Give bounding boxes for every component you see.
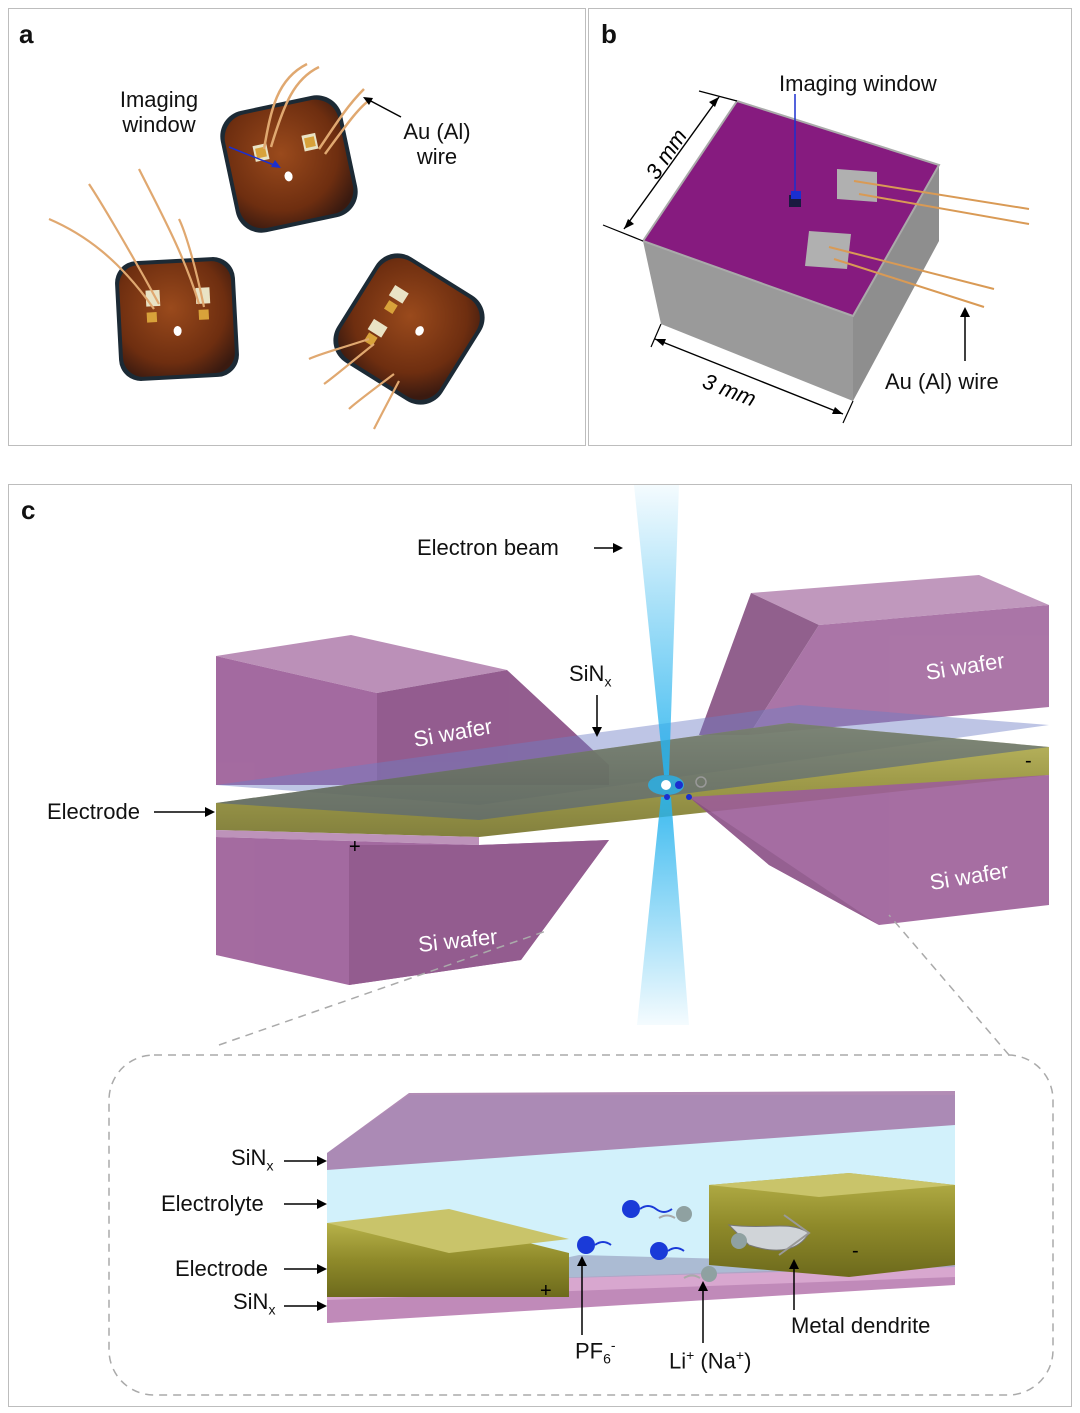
pf6-label: PF6- bbox=[575, 1337, 616, 1367]
bond-pad-1 bbox=[837, 169, 877, 202]
panel-c: c bbox=[8, 484, 1072, 1407]
chip-right bbox=[333, 253, 485, 405]
panel-b-label: b bbox=[601, 19, 617, 49]
inset-sinx-label-bottom: SiNx bbox=[233, 1289, 276, 1318]
inset-sinx-top bbox=[327, 1091, 955, 1170]
inset-electrode-label: Electrode bbox=[175, 1256, 268, 1281]
chip-side-right bbox=[853, 165, 939, 401]
si-wafer-bottom-right bbox=[689, 775, 1049, 925]
li-ion-3 bbox=[683, 1266, 717, 1282]
imaging-window-label-b: Imaging window bbox=[779, 71, 937, 96]
electrode-minus: - bbox=[1025, 750, 1032, 772]
chip-side-left bbox=[643, 241, 853, 401]
li-na-label: Li+ (Na+) bbox=[669, 1347, 752, 1374]
electrode-label: Electrode bbox=[47, 799, 140, 824]
electron-beam-label: Electron beam bbox=[417, 535, 559, 560]
panel-a-photo bbox=[48, 62, 485, 430]
liquid-cell-schematic: Si wafer Si wafer Si wafer Si wafer + - … bbox=[108, 485, 1054, 1396]
panel-a-label: a bbox=[19, 19, 34, 49]
panel-b-chip-schematic: 3 mm 3 mm bbox=[602, 90, 1030, 424]
imaging-window-label-a: Imaging window bbox=[119, 87, 199, 138]
si-wafer-bottom-left bbox=[216, 837, 609, 985]
dim-bottom-label: 3 mm bbox=[699, 368, 759, 411]
li-ion-1 bbox=[658, 1206, 692, 1222]
inset-electrode-right bbox=[709, 1173, 955, 1277]
li-ion-2 bbox=[731, 1233, 747, 1249]
metal-dendrite-label: Metal dendrite bbox=[791, 1313, 931, 1338]
pf6-ion-2 bbox=[577, 1236, 612, 1254]
panel-b: b 3 mm 3 mm Imaging window bbox=[588, 8, 1072, 446]
inset-sinx-label-top: SiNx bbox=[231, 1145, 274, 1174]
inset-frame bbox=[108, 1054, 1054, 1396]
wire-label-b: Au (Al) wire bbox=[885, 369, 999, 394]
pf6-ion-3 bbox=[650, 1242, 685, 1260]
inset-electrolyte-label: Electrolyte bbox=[161, 1191, 264, 1216]
dim-top-label: 3 mm bbox=[640, 124, 691, 184]
inset-plus: + bbox=[540, 1280, 552, 1302]
chip-top bbox=[220, 95, 358, 233]
electron-beam-upper bbox=[634, 485, 679, 775]
si-wafer-top-right bbox=[699, 575, 1049, 735]
chip-top-face bbox=[641, 99, 941, 318]
electron-beam-lower bbox=[637, 797, 689, 1025]
pf6-ion-1 bbox=[622, 1200, 673, 1218]
bond-pad-2 bbox=[805, 231, 851, 269]
panel-a: a bbox=[8, 8, 586, 446]
wire-label-a: Au (Al) wire bbox=[403, 119, 471, 170]
electrode-plus: + bbox=[349, 836, 361, 858]
inset-minus: - bbox=[852, 1240, 859, 1262]
sinx-label-top: SiNx bbox=[569, 661, 612, 690]
chip-left bbox=[115, 257, 239, 381]
panel-c-label: c bbox=[21, 495, 36, 525]
